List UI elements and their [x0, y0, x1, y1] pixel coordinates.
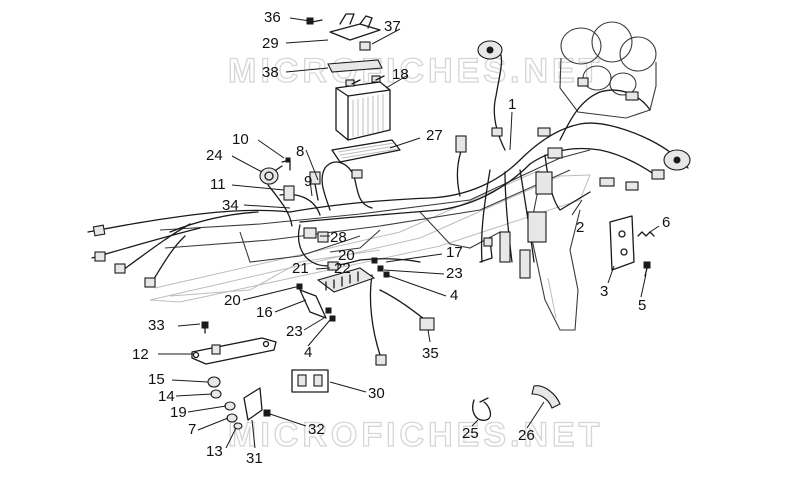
callout-5: 5	[638, 297, 646, 314]
callout-36: 36	[264, 9, 281, 26]
callout-12: 12	[132, 346, 149, 363]
bolt-33	[201, 321, 209, 334]
plate-31	[243, 387, 271, 421]
nut-37	[359, 41, 371, 51]
callout-2: 2	[576, 219, 584, 236]
callout-38: 38	[262, 64, 279, 81]
watermark-bottom: MICROFICHES.NET	[228, 416, 603, 454]
spacers-15-14-19-7-13	[207, 376, 243, 430]
bracket-3	[609, 215, 635, 271]
fuse-box-27	[331, 139, 401, 163]
callout-26: 26	[518, 427, 535, 444]
battery-holder-36-29	[306, 13, 381, 41]
wiring-harness	[87, 47, 689, 356]
clamp-25	[472, 397, 492, 421]
frame	[149, 149, 591, 331]
regulator-20-21	[296, 283, 327, 319]
callout-23a: 23	[286, 323, 303, 340]
screw-5	[643, 261, 651, 277]
callout-16: 16	[256, 304, 273, 321]
callout-4a: 4	[304, 344, 312, 361]
callout-21: 21	[292, 260, 309, 277]
callout-6: 6	[662, 214, 670, 231]
callout-27: 27	[426, 127, 443, 144]
battery-18	[335, 75, 391, 141]
callout-24: 24	[206, 147, 223, 164]
callout-11: 11	[210, 176, 226, 193]
callout-25: 25	[462, 425, 479, 442]
ecu-bracket-12	[191, 337, 277, 365]
watermark-top: MICROFICHES.NET	[228, 52, 603, 90]
callout-1: 1	[508, 96, 516, 113]
callout-7: 7	[188, 421, 196, 438]
leader-lines	[158, 17, 660, 449]
callout-33: 33	[148, 317, 165, 334]
callout-13: 13	[206, 443, 223, 460]
callout-30: 30	[368, 385, 385, 402]
fuses-30	[291, 369, 329, 393]
callout-20b: 20	[338, 247, 355, 264]
callout-23b: 23	[446, 265, 463, 282]
callout-22: 22	[334, 260, 351, 277]
harness-connectors	[92, 77, 665, 366]
callout-35: 35	[422, 345, 439, 362]
clamp-26	[531, 385, 561, 409]
callout-4b: 4	[450, 287, 458, 304]
spring-6	[637, 231, 655, 237]
callout-19: 19	[170, 404, 187, 421]
callout-18: 18	[392, 66, 409, 83]
callout-29: 29	[262, 35, 279, 52]
callout-31: 31	[246, 450, 263, 467]
connector-11	[283, 185, 295, 201]
callout-15: 15	[148, 371, 165, 388]
callout-32: 32	[308, 421, 325, 438]
callout-17: 17	[446, 244, 463, 261]
instrument-cluster	[559, 21, 657, 119]
horn-10-24	[259, 157, 291, 185]
fuse-holder-22	[316, 261, 376, 293]
callout-9: 9	[304, 173, 312, 190]
battery-pad-38	[327, 59, 383, 73]
callout-labels: 36 29 37 38 18 1 27 10 24 8 9 11 34 28 2…	[132, 9, 670, 467]
callout-28: 28	[330, 229, 347, 246]
callout-8: 8	[296, 143, 304, 160]
handlebar-switch	[477, 40, 503, 60]
callout-3: 3	[600, 283, 608, 300]
callout-14: 14	[158, 388, 175, 405]
relay-plug-17	[479, 237, 493, 263]
callout-34: 34	[222, 197, 239, 214]
connector-28	[303, 227, 329, 243]
callout-10: 10	[232, 131, 249, 148]
right-switch	[663, 149, 691, 171]
callout-20a: 20	[224, 292, 241, 309]
callout-37: 37	[384, 18, 401, 35]
